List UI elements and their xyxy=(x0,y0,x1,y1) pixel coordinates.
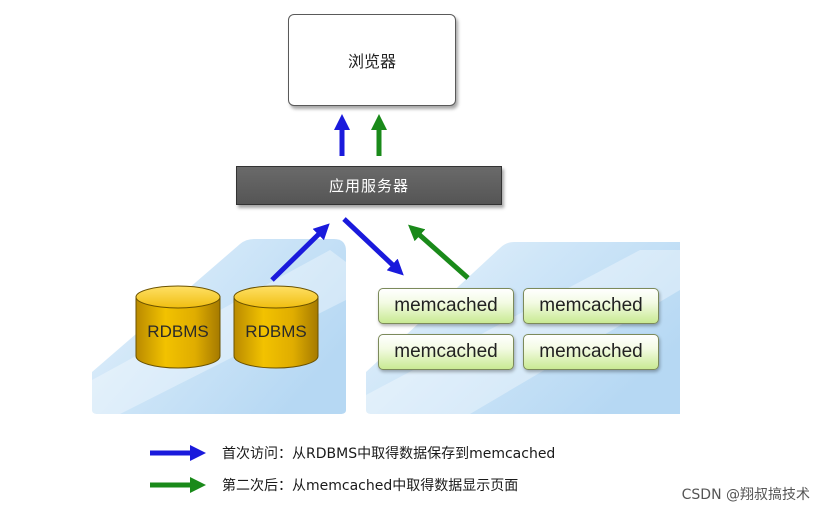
first-visit-arrow-server-to-cache xyxy=(342,217,404,276)
memcached-label: memcached xyxy=(394,295,498,316)
database-cylinder xyxy=(135,285,221,369)
memcached-label: memcached xyxy=(539,341,643,362)
cache-panel xyxy=(366,242,680,414)
app-server-node: 应用服务器 xyxy=(236,166,502,205)
browser-node: 浏览器 xyxy=(288,14,456,106)
database-cylinder xyxy=(233,285,319,369)
second-visit-arrow-cache-to-server xyxy=(408,224,470,280)
legend-second-visit: 第二次后：从memcached中取得数据显示页面 xyxy=(222,478,519,494)
legend-first-visit: 首次访问：从RDBMS中取得数据保存到memcached xyxy=(222,446,556,462)
watermark: CSDN @翔叔搞技术 xyxy=(681,487,810,503)
database-label: RDBMS xyxy=(245,322,307,341)
memcached-node: memcached xyxy=(378,334,514,370)
browser-label: 浏览器 xyxy=(347,52,396,71)
database-label: RDBMS xyxy=(147,322,209,341)
memcached-node: memcached xyxy=(523,334,659,370)
memcached-node: memcached xyxy=(523,288,659,324)
memcached-node: memcached xyxy=(378,288,514,324)
memcached-label: memcached xyxy=(539,295,643,316)
app-server-label: 应用服务器 xyxy=(328,177,409,195)
first-visit-arrow-db-to-server xyxy=(270,223,330,282)
memcached-label: memcached xyxy=(394,341,498,362)
